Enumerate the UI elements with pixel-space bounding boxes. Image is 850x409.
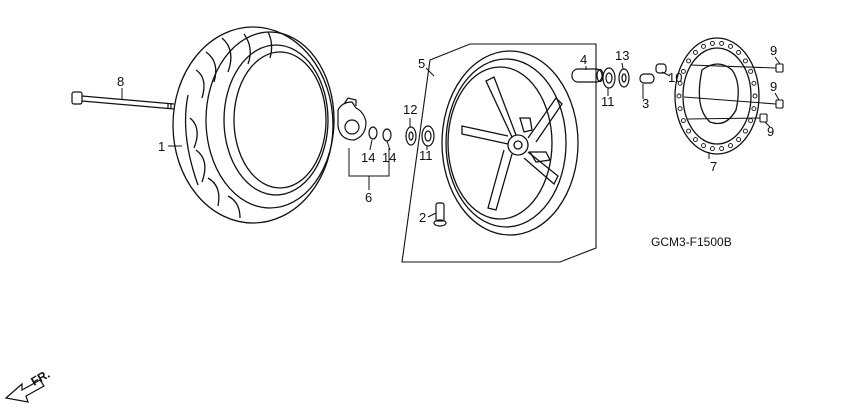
disk-hole (709, 146, 715, 152)
diagram-code: GCM3-F1500B (651, 235, 732, 249)
front-arrow-icon: FR. (4, 367, 52, 403)
disk-hole (752, 93, 758, 99)
disk-drawing (674, 37, 760, 155)
bearing-left-drawing (421, 125, 435, 147)
disk-hole (701, 43, 706, 49)
disk-hole (736, 137, 742, 143)
disk-hole (692, 49, 698, 55)
label-bolt-a: 9 (770, 43, 777, 58)
axle-drawing (71, 91, 175, 110)
disk-hole (748, 68, 754, 74)
label-bolt-c: 9 (767, 124, 774, 139)
disk-holes (676, 40, 758, 152)
disk-hole (692, 137, 698, 143)
label-seal-left: 12 (403, 102, 417, 117)
label-bearing-left: 11 (419, 148, 433, 163)
label-gearbox-set: 6 (365, 190, 372, 205)
disk-hole (728, 43, 733, 49)
label-disk: 7 (710, 159, 717, 174)
label-seal-right: 13 (615, 48, 629, 63)
label-washer-b: 14 (382, 150, 396, 165)
disk-hole (719, 40, 725, 46)
disk-hole (742, 58, 748, 64)
disk-hole (676, 93, 682, 99)
wheel-drawing (441, 50, 579, 236)
disk-hole (736, 49, 742, 55)
disk-hole (686, 58, 692, 64)
collar-drawing (639, 73, 655, 84)
disk-hole (719, 146, 725, 152)
label-axle: 8 (117, 74, 124, 89)
wheel-group-box (401, 43, 597, 263)
bearing-right-drawing (602, 67, 616, 89)
disk-hole (742, 128, 748, 134)
disk-hole (677, 80, 683, 86)
part-labels: 1 2 3 4 5 6 7 8 9 9 9 10 11 11 12 13 14 … (117, 43, 777, 225)
disk-hole (680, 118, 686, 124)
label-collar-small: 10 (668, 70, 682, 85)
disk-hole (751, 80, 757, 86)
disk-hole (751, 106, 757, 112)
label-bearing-right: 11 (601, 94, 615, 109)
seal-left-drawing (405, 126, 417, 146)
label-valve: 2 (419, 210, 426, 225)
valve-drawing (433, 202, 447, 227)
gearbox-drawing (337, 97, 392, 142)
disk-hole (677, 106, 683, 112)
disk-hole (701, 143, 706, 149)
seal-right-drawing (618, 68, 630, 88)
spacer-drawing (571, 68, 604, 83)
label-bolt-b: 9 (770, 79, 777, 94)
label-spacer: 4 (580, 52, 587, 67)
label-collar: 3 (642, 96, 649, 111)
disk-bolts-drawing (683, 63, 784, 123)
label-wheel: 5 (418, 56, 425, 71)
disk-hole (748, 118, 754, 124)
disk-hole (728, 143, 733, 149)
disk-hole (686, 128, 692, 134)
tire-drawing (172, 26, 335, 224)
leader-lines (121, 56, 781, 218)
label-tire: 1 (158, 139, 165, 154)
disk-hole (680, 68, 686, 74)
collar-small-drawing (655, 63, 667, 74)
disk-hole (709, 40, 715, 46)
label-washer-a: 14 (361, 150, 375, 165)
